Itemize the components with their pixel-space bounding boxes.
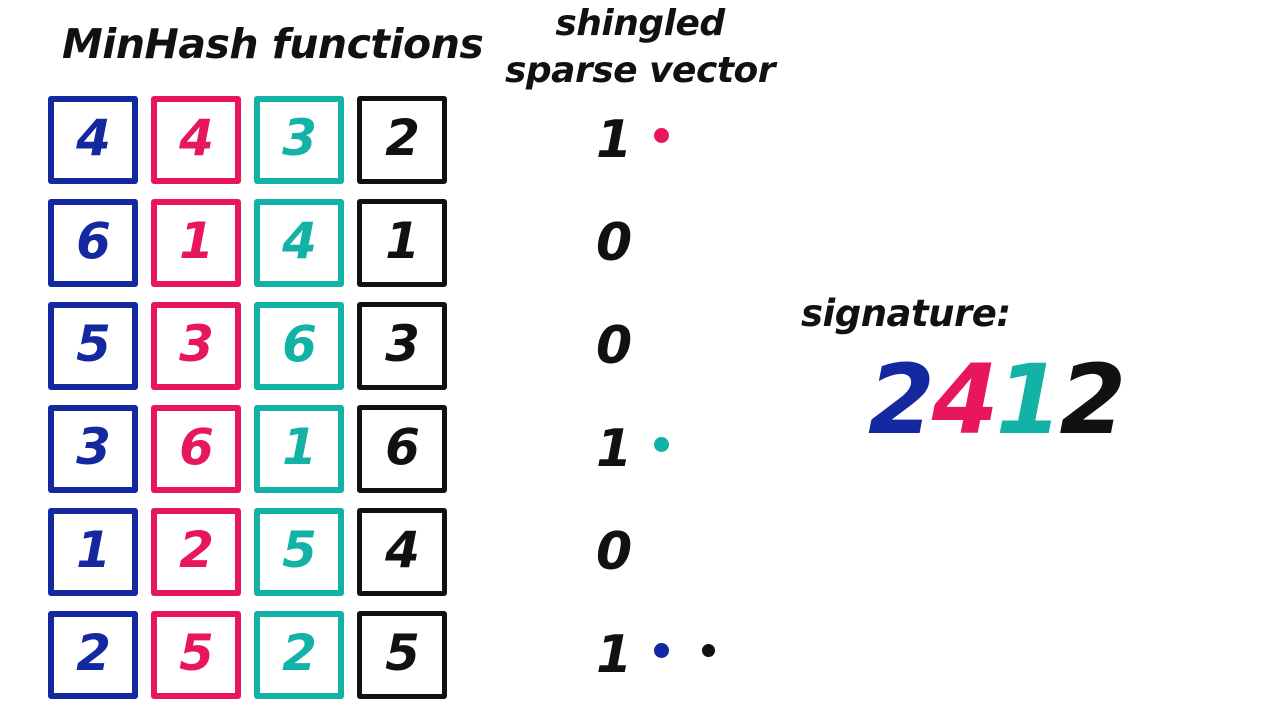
sparse-vector-marker-zone <box>638 508 796 596</box>
sparse-vector-marker-zone <box>638 611 796 699</box>
minhash-cell-value: 3 <box>282 109 317 167</box>
minhash-cell-value: 6 <box>179 418 214 476</box>
minhash-cell-r2-c4: 1 <box>357 199 447 287</box>
minhash-cell-r5-c3: 5 <box>254 508 344 596</box>
sparse-vector-marker-zone <box>638 199 796 287</box>
minhash-cell-r4-c3: 1 <box>254 405 344 493</box>
minhash-cell-r1-c2: 4 <box>151 96 241 184</box>
minhash-cell-r6-c1: 2 <box>48 611 138 699</box>
minhash-cell-r5-c1: 1 <box>48 508 138 596</box>
minhash-cell-r4-c1: 3 <box>48 405 138 493</box>
minhash-cell-r1-c1: 4 <box>48 96 138 184</box>
sparse-vector-column: 1 0 0 1 0 1 <box>596 96 796 704</box>
minhash-cell-value: 6 <box>385 418 420 476</box>
sparse-vector-row-2: 0 <box>596 199 796 287</box>
minhash-cell-r3-c3: 6 <box>254 302 344 390</box>
minhash-cell-value: 2 <box>282 624 317 682</box>
sparse-vector-row-3: 0 <box>596 302 796 390</box>
sparse-vector-bit: 0 <box>596 213 632 273</box>
sparse-vector-bit: 1 <box>596 110 632 170</box>
sparse-vector-marker-dot <box>654 128 669 143</box>
minhash-cell-value: 1 <box>282 418 317 476</box>
minhash-cell-value: 1 <box>76 521 111 579</box>
sparse-vector-marker-zone <box>638 302 796 390</box>
minhash-cell-value: 4 <box>76 109 111 167</box>
minhash-cell-value: 1 <box>179 212 214 270</box>
minhash-cell-r6-c2: 5 <box>151 611 241 699</box>
minhash-cell-r4-c2: 6 <box>151 405 241 493</box>
minhash-cell-r3-c4: 3 <box>357 302 447 390</box>
minhash-cell-value: 2 <box>179 521 214 579</box>
sparse-vector-bit: 1 <box>596 625 632 685</box>
minhash-cell-value: 5 <box>76 315 111 373</box>
minhash-cell-r3-c2: 3 <box>151 302 241 390</box>
minhash-cell-value: 6 <box>282 315 317 373</box>
sparse-vector-marker-zone <box>638 405 796 493</box>
sparse-vector-bit: 0 <box>596 522 632 582</box>
signature-digit-2: 4 <box>931 344 999 456</box>
shingled-sparse-vector-title: shingled sparse vector <box>504 3 776 91</box>
sparse-vector-bit: 0 <box>596 316 632 376</box>
minhash-cell-r4-c4: 6 <box>357 405 447 493</box>
signature-digit-3: 1 <box>995 344 1063 456</box>
minhash-cell-r1-c4: 2 <box>357 96 447 184</box>
minhash-cell-r2-c1: 6 <box>48 199 138 287</box>
minhash-cell-value: 2 <box>385 109 420 167</box>
minhash-cell-value: 3 <box>385 315 420 373</box>
minhash-cell-value: 2 <box>76 624 111 682</box>
sparse-vector-marker-zone <box>638 96 796 184</box>
sparse-vector-row-4: 1 <box>596 405 796 493</box>
minhash-cell-value: 4 <box>385 521 420 579</box>
signature-label: signature: <box>801 292 1011 335</box>
minhash-cell-value: 4 <box>179 109 214 167</box>
sparse-vector-marker-dot <box>702 644 715 657</box>
sparse-vector-row-1: 1 <box>596 96 796 184</box>
sparse-vector-marker-dot <box>654 437 669 452</box>
minhash-cell-r1-c3: 3 <box>254 96 344 184</box>
minhash-cell-value: 5 <box>385 624 420 682</box>
sparse-vector-bit: 1 <box>596 419 632 479</box>
minhash-functions-title: MinHash functions <box>62 20 484 68</box>
minhash-cell-value: 5 <box>179 624 214 682</box>
minhash-cell-r2-c2: 1 <box>151 199 241 287</box>
minhash-signature-grid: 4 4 3 2 6 1 4 1 5 3 6 3 3 6 1 6 1 2 5 4 2 5 2 5 <box>48 96 452 704</box>
minhash-cell-value: 1 <box>385 212 420 270</box>
minhash-cell-r5-c4: 4 <box>357 508 447 596</box>
minhash-cell-value: 6 <box>76 212 111 270</box>
minhash-cell-r2-c3: 4 <box>254 199 344 287</box>
minhash-cell-value: 3 <box>76 418 111 476</box>
minhash-cell-r3-c1: 5 <box>48 302 138 390</box>
sparse-vector-row-5: 0 <box>596 508 796 596</box>
minhash-cell-r5-c2: 2 <box>151 508 241 596</box>
signature-digit-1: 2 <box>868 344 935 456</box>
signature-digit-4: 2 <box>1059 344 1126 456</box>
sparse-vector-row-6: 1 <box>596 611 796 699</box>
minhash-cell-value: 5 <box>282 521 317 579</box>
minhash-cell-r6-c4: 5 <box>357 611 447 699</box>
sparse-vector-marker-dot <box>654 643 669 658</box>
minhash-cell-value: 3 <box>179 315 214 373</box>
minhash-cell-r6-c3: 2 <box>254 611 344 699</box>
minhash-cell-value: 4 <box>282 212 317 270</box>
